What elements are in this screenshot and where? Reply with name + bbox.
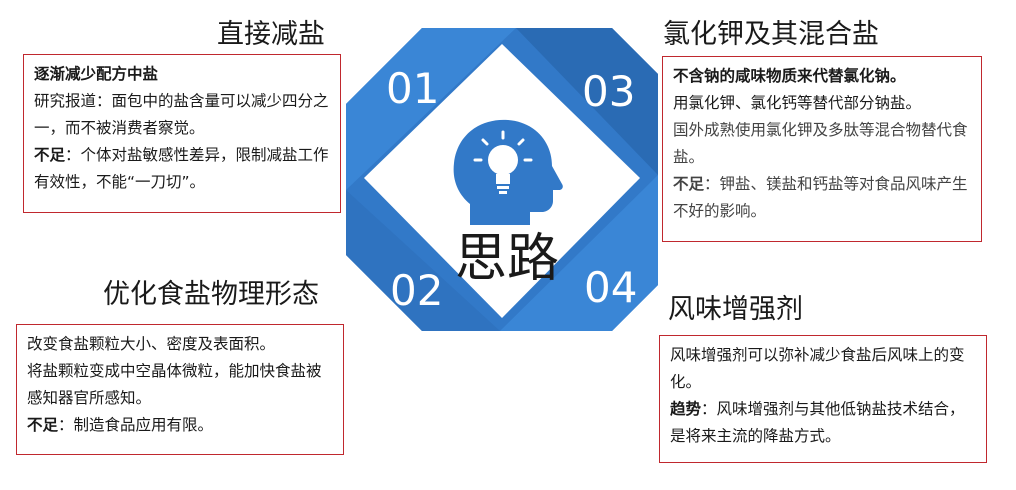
segment-04: [500, 175, 658, 331]
number-01: 01: [386, 64, 439, 113]
number-04: 04: [584, 263, 637, 312]
title-02: 优化食盐物理形态: [103, 279, 319, 310]
box-03-line-2: 用氯化钾、氯化钙等替代部分钠盐。: [673, 94, 922, 112]
center-label: 思路: [455, 229, 559, 289]
box-01: 逐渐减少配方中盐 研究报道：面包中的盐含量可以减少四分之一，而不被消费者察觉。 …: [23, 54, 341, 213]
box-02-line-3: 不足：制造食品应用有限。: [27, 416, 214, 434]
box-01-line-3: 不足：个体对盐敏感性差异，限制减盐工作有效性，不能“一刀切”。: [34, 146, 329, 191]
box-02-line-1: 改变食盐颗粒大小、密度及表面积。: [27, 335, 276, 353]
title-04: 风味增强剂: [668, 294, 803, 325]
box-02-line-2: 将盐颗粒变成中空晶体微粒，能加快食盐被感知器官所感知。: [27, 362, 322, 407]
box-04-line-1: 风味增强剂可以弥补减少食盐后风味上的变化。: [670, 346, 965, 391]
box-04-line-2: 趋势：风味增强剂与其他低钠盐技术结合，是将来主流的降盐方式。: [670, 400, 965, 445]
segment-03: [516, 28, 658, 175]
segment-02: [346, 190, 500, 331]
title-03: 氯化钾及其混合盐: [663, 19, 879, 50]
box-03-line-4: 不足：钾盐、镁盐和钙盐等对食品风味产生不好的影响。: [673, 175, 968, 220]
box-03-line-3: 国外成熟使用氯化钾及多肽等混合物替代食盐。: [673, 121, 968, 166]
head-lightbulb-icon: [453, 119, 563, 225]
box-03: 不含钠的咸味物质来代替氯化钠。 用氯化钾、氯化钙等替代部分钠盐。 国外成熟使用氯…: [662, 56, 982, 242]
number-03: 03: [582, 67, 635, 116]
title-01: 直接减盐: [217, 19, 325, 50]
segment-01: [346, 28, 516, 190]
box-03-line-1: 不含钠的咸味物质来代替氯化钠。: [673, 67, 906, 85]
box-01-line-1: 逐渐减少配方中盐: [34, 65, 159, 83]
box-02: 改变食盐颗粒大小、密度及表面积。 将盐颗粒变成中空晶体微粒，能加快食盐被感知器官…: [16, 324, 344, 455]
number-02: 02: [390, 266, 443, 315]
box-01-line-2: 研究报道：面包中的盐含量可以减少四分之一，而不被消费者察觉。: [34, 92, 329, 137]
box-04: 风味增强剂可以弥补减少食盐后风味上的变化。 趋势：风味增强剂与其他低钠盐技术结合…: [659, 335, 987, 463]
